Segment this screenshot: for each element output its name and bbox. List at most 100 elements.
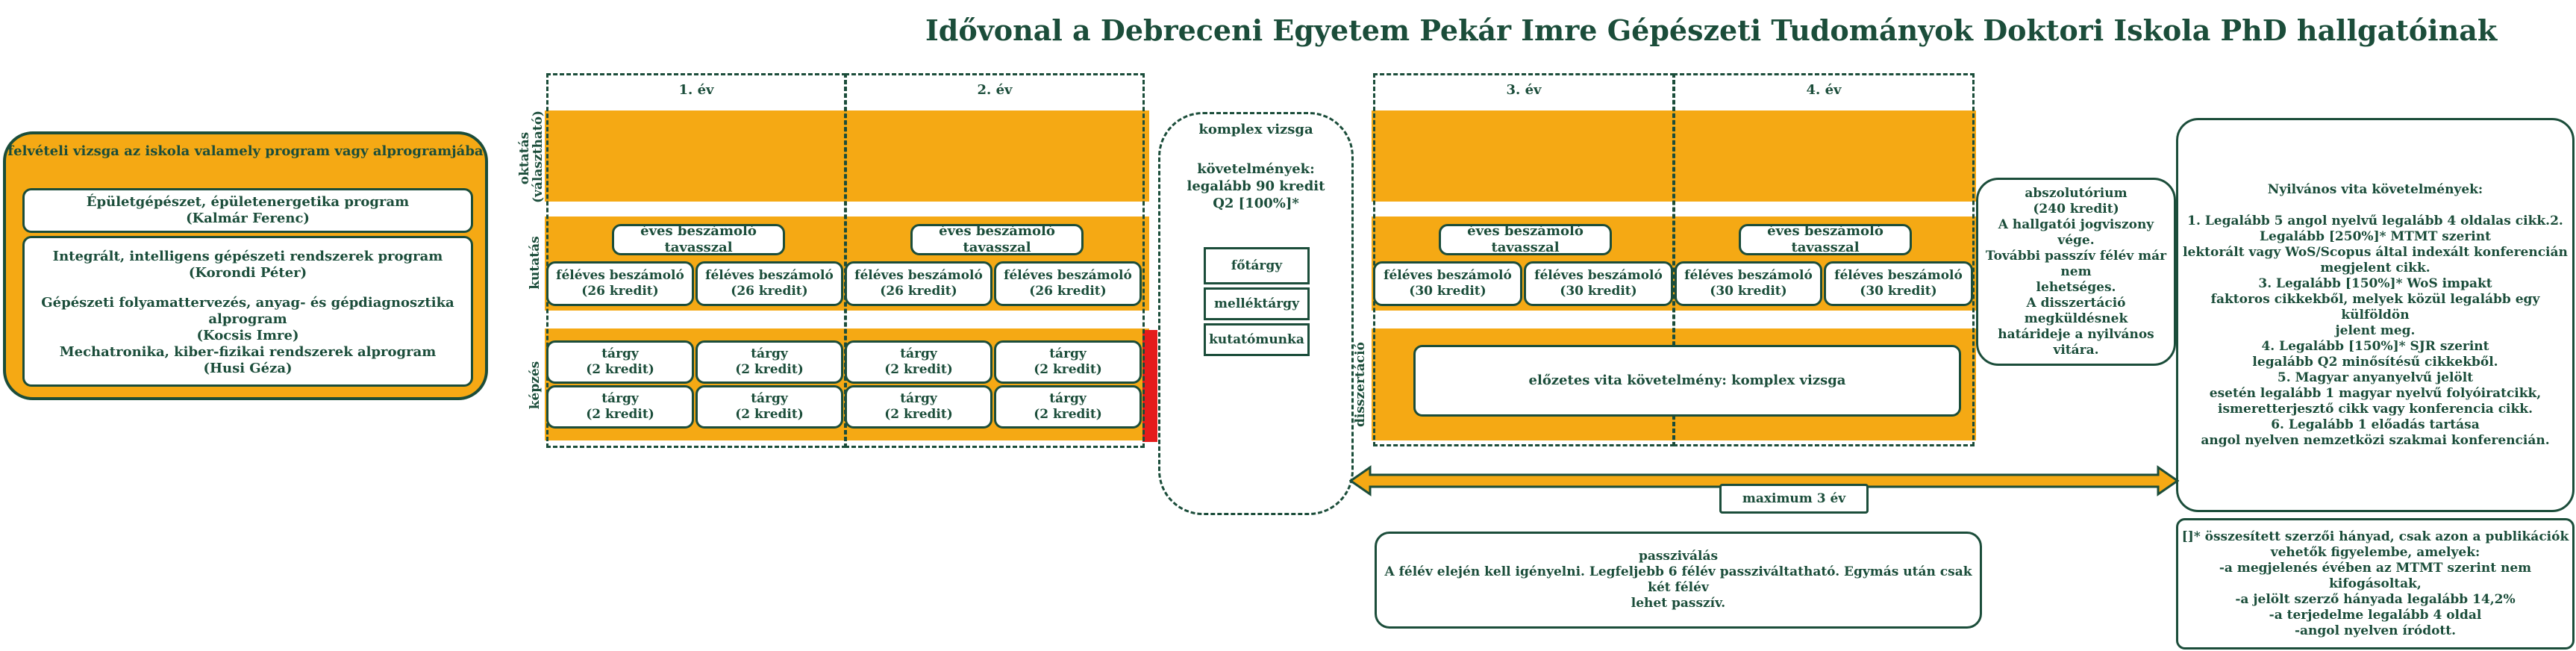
annual-report-y4: éves beszámoló tavasszal [1739, 223, 1912, 255]
row-label-dissertation: disszertáció [1353, 342, 1368, 427]
row-label-teaching: oktatás (választható) [517, 110, 545, 203]
public-defense-line: 5. Magyar anyanyelvű jelölt [2277, 370, 2474, 385]
credit-label: (30 kredit) [1409, 284, 1486, 299]
footnote-line: -a jelölt szerző hányada legalább 14,2% [2235, 591, 2516, 607]
semester-report: féléves beszámoló(30 kredit) [1373, 261, 1522, 306]
credit-label: (30 kredit) [1860, 284, 1937, 299]
subject-box: tárgy(2 kredit) [695, 385, 843, 429]
requirements-heading: követelmények: [1197, 161, 1315, 177]
absolutorium-line: határideje a nyilvános vitára. [1998, 326, 2154, 358]
subprogram-leader: (Kocsis Imre) [196, 328, 299, 343]
credit-label: (30 kredit) [1710, 284, 1787, 299]
credit-label: (2 kredit) [1034, 362, 1102, 377]
absolutorium-line: (240 kredit) [2033, 201, 2119, 217]
public-defense-line: 6. Legalább 1 előadás tartása [2271, 417, 2480, 432]
public-defense-line: 1. Legalább 5 angol nyelvű legalább 4 ol… [2187, 213, 2563, 228]
credit-label: (26 kredit) [1029, 284, 1107, 299]
subject-label: tárgy [751, 346, 788, 361]
public-defense-box: Nyilvános vita követelmények: 1. Legaláb… [2176, 118, 2575, 512]
public-defense-line: angol nyelven nemzetközi szakmai konfere… [2201, 432, 2550, 448]
credit-label: (26 kredit) [731, 284, 808, 299]
complex-exam-title: komplex vizsga [1198, 122, 1313, 137]
program-box-building: Épületgépészet, épületenergetika program… [22, 188, 473, 233]
semester-report: féléves beszámoló(26 kredit) [994, 261, 1142, 306]
public-defense-line: faktoros cikkekből, melyek közül legaláb… [2210, 291, 2540, 323]
semester-report-label: féléves beszámoló [1834, 268, 1963, 283]
public-defense-line: esetén legalább 1 magyar nyelvű folyóira… [2209, 385, 2542, 401]
year-frame-4 [1673, 73, 1975, 446]
credit-label: (26 kredit) [581, 284, 659, 299]
public-defense-line: legalább Q2 minősítésű cikkekből. [2252, 354, 2498, 370]
requirement-credits: legalább 90 kredit [1187, 178, 1325, 194]
public-defense-line: jelent meg. [2335, 323, 2416, 338]
public-defense-line: 3. Legalább [150%]* WoS impakt [2258, 275, 2492, 291]
credit-label: (30 kredit) [1560, 284, 1637, 299]
teaching-band-y1-2 [545, 110, 1149, 202]
exam-item-main-subject: főtárgy [1204, 247, 1310, 284]
semester-report-label: féléves beszámoló [556, 268, 684, 283]
pre-defense-box: előzetes vita követelmény: komplex vizsg… [1413, 345, 1961, 417]
subject-label: tárgy [900, 391, 937, 406]
footnote-line: -a megjelenés évében az MTMT szerint nem… [2219, 560, 2532, 591]
credit-label: (2 kredit) [1034, 407, 1102, 422]
year-label-4: 4. év [1806, 82, 1842, 98]
subprogram-name: Gépészeti folyamattervezés, anyag- és gé… [41, 295, 454, 327]
year-label-3: 3. év [1506, 82, 1542, 98]
footnote-box: []* összesített szerzői hányad, csak azo… [2176, 518, 2575, 650]
program-name: Integrált, intelligens gépészeti rendsze… [52, 249, 443, 264]
passive-box: passziválás A félév elején kell igényeln… [1375, 532, 1982, 629]
year-label-2: 2. év [977, 82, 1013, 98]
exam-item-minor-subject: melléktárgy [1204, 287, 1310, 320]
semester-report-label: féléves beszámoló [705, 268, 834, 283]
public-defense-line: megjelent cikk. [2320, 260, 2430, 275]
max-duration-label: maximum 3 év [1719, 484, 1869, 514]
subject-box: tárgy(2 kredit) [994, 385, 1142, 429]
subject-box: tárgy(2 kredit) [994, 340, 1142, 384]
subject-label: tárgy [1049, 346, 1087, 361]
program-leader: (Kalmár Ferenc) [186, 211, 310, 226]
semester-report: féléves beszámoló(26 kredit) [845, 261, 992, 306]
row-label-research: kutatás [528, 236, 543, 290]
credit-label: (2 kredit) [586, 362, 654, 377]
footnote-line: vehetők figyelembe, amelyek: [2270, 544, 2480, 560]
passive-title: passziválás [1638, 549, 1719, 564]
semester-report: féléves beszámoló(30 kredit) [1675, 261, 1822, 306]
complex-exam-panel: komplex vizsga követelmények: legalább 9… [1158, 112, 1354, 515]
subject-box: tárgy(2 kredit) [695, 340, 843, 384]
semester-report-label: féléves beszámoló [1004, 268, 1132, 283]
public-defense-line: Legalább [250%]* MTMT szerint [2260, 228, 2491, 244]
annual-report-y1: éves beszámoló tavasszal [612, 223, 785, 255]
page-title: Idővonal a Debreceni Egyetem Pekár Imre … [925, 13, 2498, 47]
semester-report: féléves beszámoló(30 kredit) [1824, 261, 1973, 306]
year-label-1: 1. év [678, 82, 714, 98]
absolutorium-box: abszolutórium (240 kredit) A hallgatói j… [1976, 178, 2176, 366]
complex-exam-requirements: követelmények: legalább 90 kredit Q2 [10… [1160, 161, 1351, 212]
footnote-line: -a terjedelme legalább 4 oldal [2269, 607, 2482, 623]
semester-report-label: féléves beszámoló [1384, 268, 1512, 283]
public-defense-line: 4. Legalább [150%]* SJR szerint [2261, 338, 2489, 354]
subject-label: tárgy [1049, 391, 1087, 406]
credit-label: (2 kredit) [884, 362, 953, 377]
public-defense-line: Nyilvános vita követelmények: [2267, 181, 2483, 197]
semester-report-label: féléves beszámoló [1534, 268, 1663, 283]
row-label-text: oktatás [517, 131, 532, 185]
subject-label: tárgy [900, 346, 937, 361]
subprogram-leader: (Husi Géza) [203, 361, 293, 376]
public-defense-line: lektorált vagy WoS/Scopus által indexált… [2183, 244, 2568, 260]
passive-text: A félév elején kell igényelni. Legfeljeb… [1384, 564, 1972, 595]
program-box-integrated: Integrált, intelligens gépészeti rendsze… [22, 236, 473, 387]
passive-text: lehet passzív. [1631, 596, 1726, 611]
annual-report-y2: éves beszámoló tavasszal [910, 223, 1084, 255]
subject-box: tárgy(2 kredit) [546, 340, 694, 384]
public-defense-line: ismeretterjesztő cikk vagy konferencia c… [2217, 401, 2533, 417]
subject-box: tárgy(2 kredit) [845, 385, 992, 429]
requirement-q2: Q2 [100%]* [1213, 196, 1299, 211]
semester-report: féléves beszámoló(26 kredit) [695, 261, 843, 306]
semester-report: féléves beszámoló(26 kredit) [546, 261, 694, 306]
subject-label: tárgy [601, 346, 639, 361]
credit-label: (2 kredit) [884, 407, 953, 422]
deadline-red-bar [1142, 330, 1157, 442]
credit-label: (2 kredit) [735, 362, 804, 377]
duration-arrow [1349, 465, 2179, 496]
subprogram-name: Mechatronika, kiber-fizikai rendszerek a… [59, 344, 437, 360]
